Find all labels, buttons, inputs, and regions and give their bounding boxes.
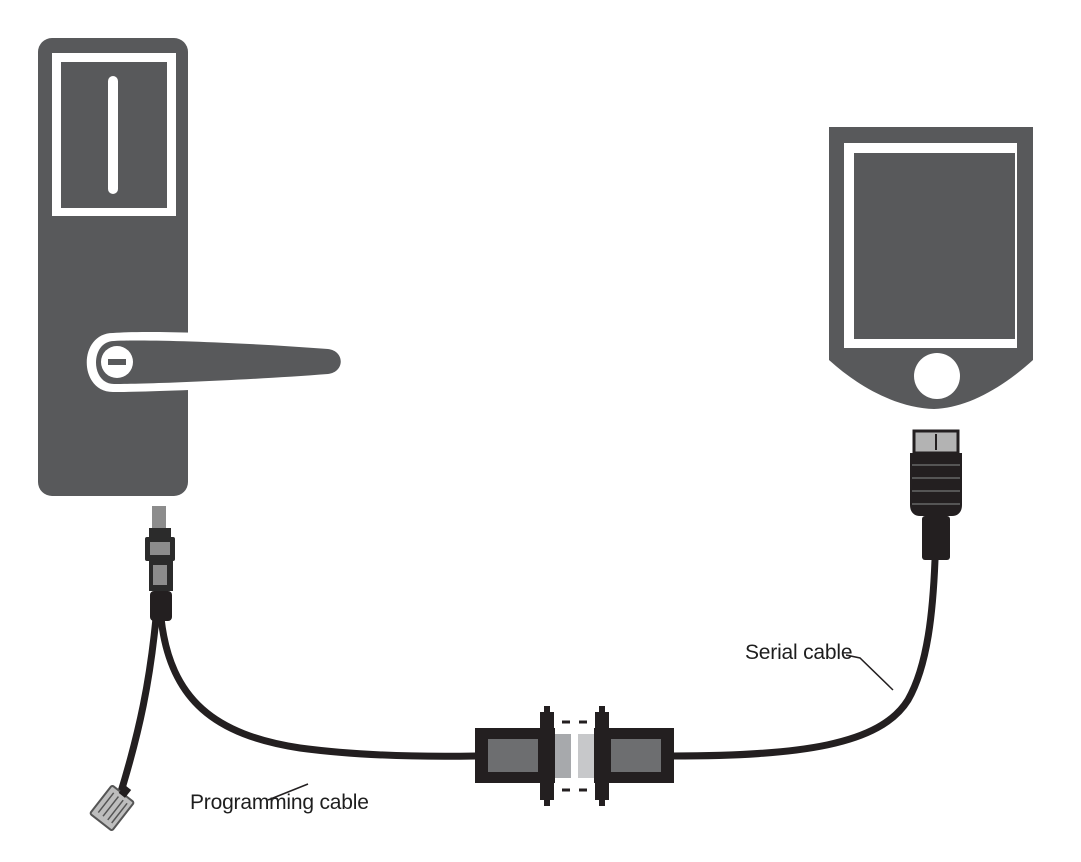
serial-cable-leader [845,654,894,691]
serial-cable-label: Serial cable [745,641,853,664]
handheld-button [914,353,960,399]
handheld-device-icon [829,127,1033,409]
barrel-plug-icon [145,506,175,621]
serial-cable-line [668,556,939,760]
programming-cable-line [157,614,480,760]
programming-cable-label: Programming cable [190,791,369,814]
rj45-plug-icon [89,785,135,831]
lock-card-slot [108,76,118,194]
handheld-serial-plug [910,429,962,560]
leader-lines [267,654,894,801]
rj45-cable-line [116,614,160,799]
door-lock-icon [38,38,351,496]
cables [116,556,939,799]
db9-connector-icon [475,706,674,806]
programming-cable-leader [267,783,309,801]
